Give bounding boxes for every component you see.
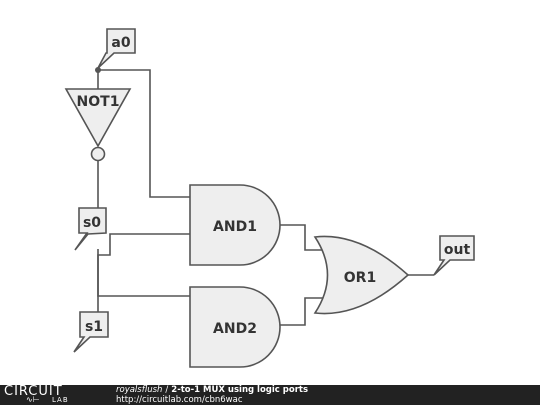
wire-and1-to-or1 — [280, 224, 328, 251]
title-separator: / — [165, 385, 169, 395]
port-a0[interactable]: a0 — [97, 28, 136, 69]
port-s1-label: s1 — [85, 319, 103, 335]
wire-and2-to-or1 — [280, 297, 328, 326]
not1-label: NOT1 — [77, 94, 120, 110]
wire-s1-to-and1 — [97, 233, 190, 322]
resistor-icon: ∿⊢ — [26, 395, 40, 404]
and1-label: AND1 — [213, 219, 257, 235]
circuitlab-logo[interactable]: CIRCUIT ∿⊢ LAB — [4, 384, 84, 405]
or1-gate — [313, 235, 410, 315]
footer-bar: CIRCUIT ∿⊢ LAB royalsflush/2-to-1 MUX us… — [0, 384, 540, 405]
port-s1[interactable]: s1 — [73, 311, 109, 353]
wire-a0-to-and1 — [98, 69, 190, 198]
circuit-meta: royalsflush/2-to-1 MUX using logic ports… — [116, 385, 309, 405]
not1-gate — [64, 88, 132, 148]
and2-label: AND2 — [213, 321, 257, 337]
author-name[interactable]: royalsflush — [116, 385, 163, 395]
port-s0[interactable]: s0 — [74, 207, 107, 251]
schematic-svg: a0 s0 s1 out NOT1 AND1 AND2 OR1 — [64, 28, 475, 368]
port-s0-label: s0 — [83, 215, 101, 231]
junction-a0 — [95, 67, 101, 73]
port-out-label: out — [444, 242, 471, 258]
port-a0-label: a0 — [111, 35, 130, 51]
circuit-url[interactable]: http://circuitlab.com/cbn6wac — [116, 394, 243, 405]
not1-bubble — [90, 146, 106, 162]
and2-gate — [189, 286, 281, 368]
wire-s0-to-and2 — [97, 249, 190, 297]
port-out[interactable]: out — [433, 235, 475, 276]
logo-wordmark-bottom: LAB — [52, 396, 69, 404]
logo-wordmark-top: CIRCUIT — [4, 384, 63, 399]
circuit-title[interactable]: 2-to-1 MUX using logic ports — [171, 385, 309, 395]
and1-gate — [189, 184, 281, 266]
or1-label: OR1 — [344, 270, 376, 286]
